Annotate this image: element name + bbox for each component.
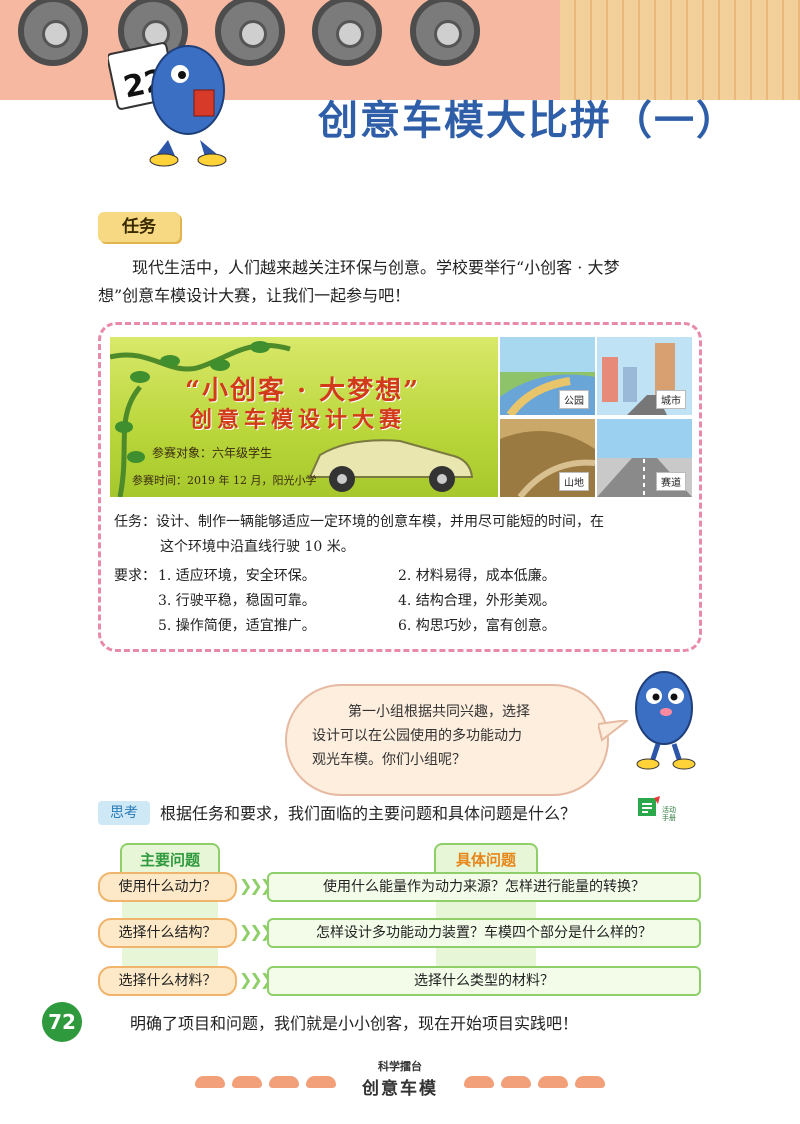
wheel-icon xyxy=(410,0,480,66)
scene-racetrack-image: 赛道 xyxy=(597,419,692,497)
scene-park-label: 公园 xyxy=(559,390,589,409)
detail-problem-cell: 使用什么能量作为动力来源？怎样进行能量的转换？ xyxy=(267,872,701,902)
scene-mountain-label: 山地 xyxy=(559,472,589,491)
requirement-item: 4. 结构合理，外形美观。 xyxy=(398,593,556,609)
detail-problem-header: 具体问题 xyxy=(434,843,538,875)
scene-city-label: 城市 xyxy=(656,390,686,409)
speech-line2: 设计可以在公园使用的多功能动力 xyxy=(312,728,522,744)
activity-icon-label: 手册 xyxy=(662,814,676,822)
wheel-icon xyxy=(312,0,382,66)
wheel-icon xyxy=(215,0,285,66)
scene-racetrack-label: 赛道 xyxy=(656,472,686,491)
requirement-item: 1. 适应环境，安全环保。 xyxy=(158,568,316,584)
page-title: 创意车模大比拼（一） xyxy=(318,98,738,144)
header-ruler-decoration xyxy=(560,0,800,100)
speech-text: 第一小组根据共同兴趣，选择 设计可以在公园使用的多功能动力 观光车模。你们小组呢… xyxy=(312,700,580,772)
closing-sentence: 明确了项目和问题，我们就是小小创客，现在开始项目实践吧！ xyxy=(130,1014,579,1033)
detail-problem-cell: 怎样设计多功能动力装置？车模四个部分是什么样的？ xyxy=(267,918,701,948)
requirement-item: 6. 构思巧妙，富有创意。 xyxy=(398,618,556,634)
requirements-label: 要求： xyxy=(114,568,156,584)
wheel-icon xyxy=(18,0,88,66)
scene-mountain-image: 山地 xyxy=(500,419,595,497)
task-label: 任务 xyxy=(98,212,180,242)
arrow-icon: ❯❯❯ xyxy=(239,970,273,989)
car-decoration-icon xyxy=(538,1076,568,1088)
detail-problem-cell: 选择什么类型的材料？ xyxy=(267,966,701,996)
car-decoration-icon xyxy=(232,1076,262,1088)
poster-vine-and-car-illustration xyxy=(110,341,474,497)
main-problem-header: 主要问题 xyxy=(120,843,220,875)
scene-city-image: 城市 xyxy=(597,337,692,415)
activity-icon-label: 活动 xyxy=(662,806,676,814)
car-decoration-icon xyxy=(501,1076,531,1088)
arrow-icon: ❯❯❯ xyxy=(239,876,273,895)
mascot-thinking-icon xyxy=(635,671,696,770)
scene-park-image: 公园 xyxy=(500,337,595,415)
poster-title-line1: “小创客 · 大梦想” xyxy=(185,376,421,406)
poster-date: 参赛时间：2019 年 12 月，阳光小学 xyxy=(132,474,317,487)
rules-task-line2: 这个环境中沿直线行驶 10 米。 xyxy=(160,539,355,555)
requirement-item: 2. 材料易得，成本低廉。 xyxy=(398,568,556,584)
task-intro: 现代生活中，人们越来越关注环保与创意。学校要举行“小创客 · 大梦 想”创意车模… xyxy=(98,254,708,310)
footer-series: 科学擂台 xyxy=(378,1060,422,1073)
think-label: 思考 xyxy=(98,801,150,825)
competition-poster xyxy=(110,337,498,497)
task-intro-line2: 想”创意车模设计大赛，让我们一起参与吧！ xyxy=(98,286,411,305)
car-decoration-icon xyxy=(464,1076,494,1088)
speech-bubble xyxy=(285,684,609,796)
arrow-icon: ❯❯❯ xyxy=(239,922,273,941)
car-decoration-icon xyxy=(195,1076,225,1088)
main-problem-cell: 选择什么结构？ xyxy=(98,918,237,948)
page-number: 72 xyxy=(42,1002,82,1042)
speech-bubble-tail xyxy=(598,720,628,742)
footer-book-title: 创意车模 xyxy=(362,1079,438,1099)
speech-line1: 第一小组根据共同兴趣，选择 xyxy=(348,704,530,720)
mascot-holding-book-icon: 22 xyxy=(108,42,227,167)
rules-task-line1: 任务：设计、制作一辆能够适应一定环境的创意车模，并用尽可能短的时间，在 xyxy=(114,514,604,530)
activity-manual-icon: 活动 手册 xyxy=(636,796,676,826)
speech-line3: 观光车模。你们小组呢？ xyxy=(312,752,466,768)
poster-title-line2: 创意车模设计大赛 xyxy=(190,407,407,433)
think-question: 根据任务和要求，我们面临的主要问题和具体问题是什么？ xyxy=(160,804,577,823)
car-decoration-icon xyxy=(269,1076,299,1088)
task-intro-line1: 现代生活中，人们越来越关注环保与创意。学校要举行“小创客 · 大梦 xyxy=(132,258,620,277)
car-decoration-icon xyxy=(575,1076,605,1088)
requirement-item: 3. 行驶平稳，稳固可靠。 xyxy=(158,593,316,609)
requirement-item: 5. 操作简便，适宜推广。 xyxy=(158,618,316,634)
main-problem-cell: 选择什么材料？ xyxy=(98,966,237,996)
poster-participants: 参赛对象：六年级学生 xyxy=(152,446,273,460)
car-decoration-icon xyxy=(306,1076,336,1088)
main-problem-cell: 使用什么动力？ xyxy=(98,872,237,902)
task-requirements: 任务：设计、制作一辆能够适应一定环境的创意车模，并用尽可能短的时间，在 这个环境… xyxy=(114,510,704,639)
